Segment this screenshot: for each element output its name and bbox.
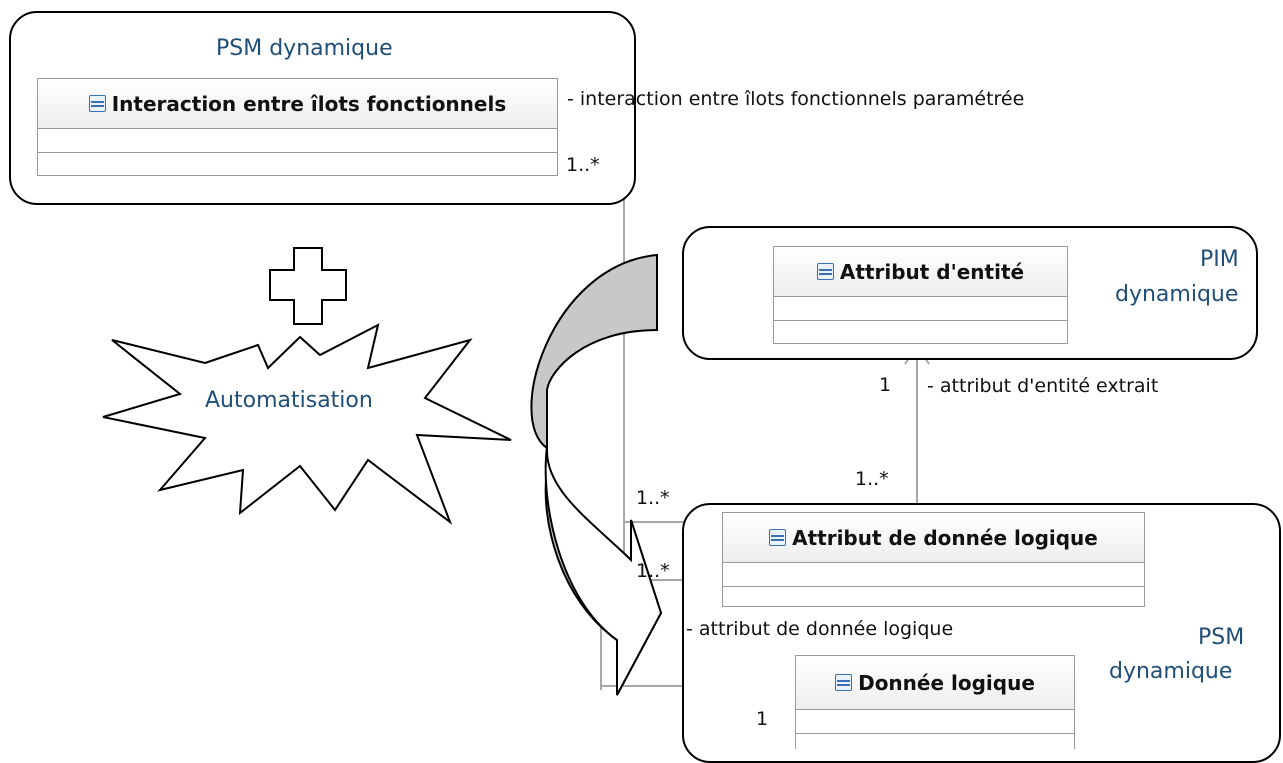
- class-operations-section: [723, 587, 1144, 611]
- left-multiplicity-upper: 1..*: [636, 487, 670, 509]
- class-attribut-donnee-name: Attribut de donnée logique: [792, 525, 1098, 550]
- class-attribut-donnee[interactable]: Attribut de donnée logique: [722, 512, 1145, 607]
- class-donnee-logique[interactable]: Donnée logique: [795, 655, 1075, 749]
- interaction-multiplicity: 1..*: [566, 154, 600, 176]
- class-donnee-logique-name: Donnée logique: [858, 670, 1035, 695]
- left-multiplicity-lower: 1..*: [636, 560, 670, 582]
- group-psm-top-title: PSM dynamique: [216, 36, 393, 61]
- entite-multiplicity-bottom: 1..*: [855, 468, 889, 490]
- entite-multiplicity-top: 1: [879, 374, 892, 396]
- class-attributes-section: [38, 129, 557, 153]
- class-attribut-entite-name: Attribut d'entité: [839, 259, 1025, 284]
- donnee-multiplicity: 1: [756, 708, 769, 730]
- class-interaction-name: Interaction entre îlots fonctionnels: [111, 91, 507, 116]
- class-attribut-entite[interactable]: Attribut d'entité: [773, 246, 1068, 344]
- class-icon: [88, 95, 106, 112]
- burst-label: Automatisation: [205, 388, 373, 413]
- group-psm-bottom-title-line2: dynamique: [1109, 659, 1233, 684]
- class-donnee-logique-header: Donnée logique: [796, 656, 1074, 710]
- class-icon: [835, 674, 853, 691]
- curved-arrow-front-icon: [544, 447, 663, 696]
- class-interaction-header: Interaction entre îlots fonctionnels: [38, 79, 557, 129]
- group-psm-bottom-title-line1: PSM: [1198, 625, 1245, 650]
- class-attributes-section: [774, 297, 1067, 321]
- class-operations-section: [796, 734, 1074, 758]
- class-interaction[interactable]: Interaction entre îlots fonctionnels: [37, 78, 558, 176]
- class-operations-section: [774, 321, 1067, 345]
- class-attributes-section: [796, 710, 1074, 734]
- explosion-burst-icon: [102, 323, 512, 525]
- class-attribut-donnee-header: Attribut de donnée logique: [723, 513, 1144, 563]
- class-attributes-section: [723, 563, 1144, 587]
- class-attribut-entite-header: Attribut d'entité: [774, 247, 1067, 297]
- group-pim-title-line2: dynamique: [1115, 282, 1239, 307]
- donnee-role-label: - attribut de donnée logique: [686, 618, 954, 640]
- group-pim-title-line1: PIM: [1200, 247, 1239, 272]
- class-icon: [769, 529, 787, 546]
- interaction-role-label: - interaction entre îlots fonctionnels p…: [567, 88, 1025, 110]
- plus-icon: [269, 247, 347, 325]
- class-operations-section: [38, 153, 557, 177]
- entite-role-label: - attribut d'entité extrait: [927, 375, 1159, 397]
- class-icon: [816, 263, 834, 280]
